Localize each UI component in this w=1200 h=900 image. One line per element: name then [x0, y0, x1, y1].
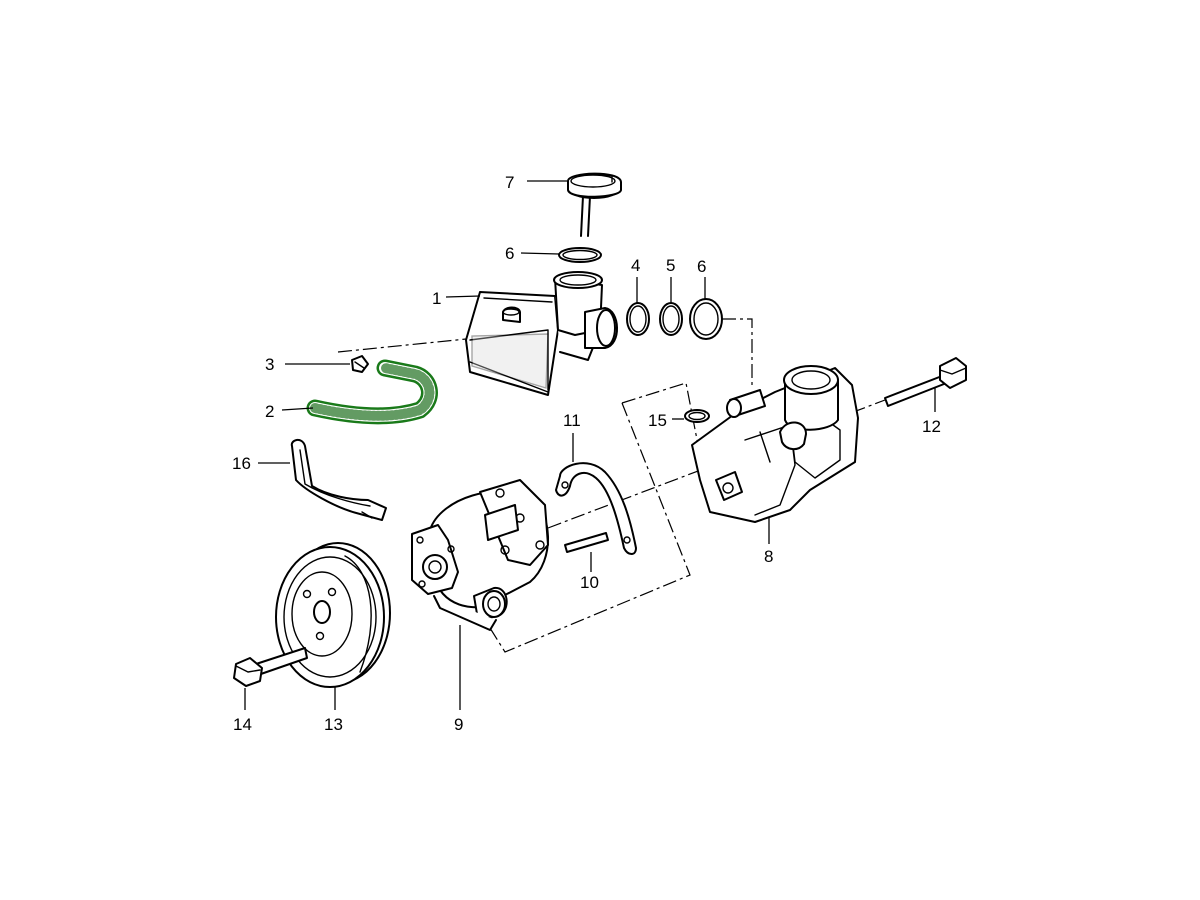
o-ring-4[interactable] — [626, 302, 650, 336]
pump-pulley[interactable] — [275, 542, 391, 688]
callout-13: 13 — [324, 715, 343, 734]
callout-16: 16 — [232, 454, 251, 473]
callout-2: 2 — [265, 402, 274, 421]
heat-shield-bracket[interactable] — [290, 439, 387, 521]
callout-12: 12 — [922, 417, 941, 436]
reservoir-hose[interactable] — [306, 359, 438, 425]
callout-leaders — [244, 180, 936, 710]
callout-7: 7 — [505, 173, 514, 192]
o-ring-5[interactable] — [659, 302, 683, 336]
callout-14: 14 — [233, 715, 252, 734]
callout-3: 3 — [265, 355, 274, 374]
o-ring-top[interactable] — [558, 247, 602, 263]
callout-labels: 7 6 1 4 5 6 3 2 16 11 15 12 8 10 9 13 14 — [232, 173, 941, 734]
pump-bracket[interactable] — [555, 462, 637, 555]
housing-bolt[interactable] — [884, 357, 967, 407]
callout-1: 1 — [432, 289, 441, 308]
callout-9: 9 — [454, 715, 463, 734]
seal-ring[interactable] — [684, 409, 710, 423]
o-ring-6-large[interactable] — [689, 298, 723, 340]
pulley-bolt[interactable] — [233, 647, 308, 687]
callout-15: 15 — [648, 411, 667, 430]
callout-10: 10 — [580, 573, 599, 592]
callout-5: 5 — [666, 256, 675, 275]
callout-11: 11 — [563, 411, 581, 430]
hose-clip[interactable] — [351, 355, 369, 373]
callout-6-ring: 6 — [697, 257, 706, 276]
dowel-pin[interactable] — [564, 532, 609, 553]
fluid-reservoir[interactable] — [465, 271, 618, 396]
pump-housing[interactable] — [691, 365, 859, 523]
callout-4: 4 — [631, 256, 640, 275]
reservoir-cap-with-dipstick[interactable] — [567, 172, 622, 237]
power-steering-pump[interactable] — [411, 479, 549, 631]
callout-6-top: 6 — [505, 244, 514, 263]
callout-8: 8 — [764, 547, 773, 566]
